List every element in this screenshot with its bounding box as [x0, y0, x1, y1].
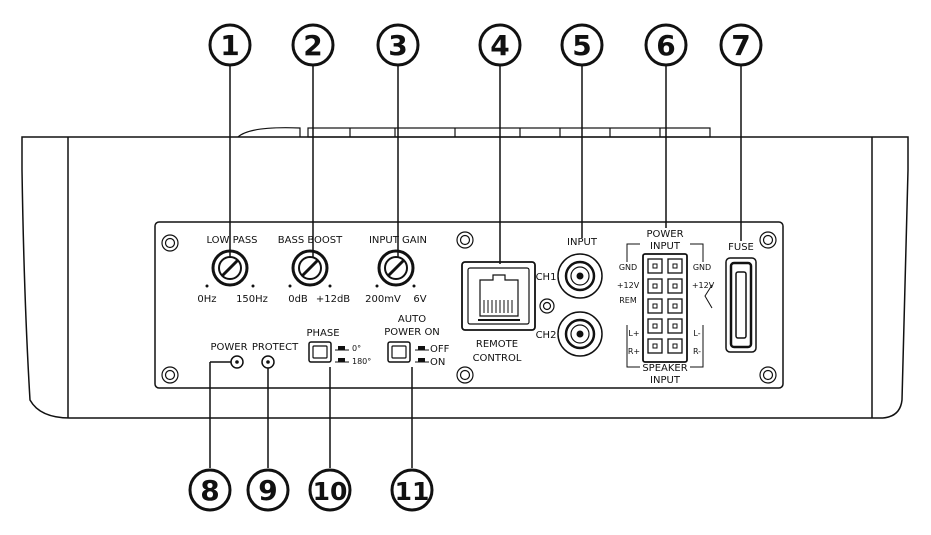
phase-switch[interactable] — [308, 341, 332, 363]
input-gain-knob[interactable]: INPUT GAIN 200mV 6V — [365, 235, 427, 305]
bass-boost-max-label: +12dB — [316, 294, 350, 305]
callout-2: 2 — [291, 23, 335, 67]
callout-2-number: 2 — [303, 29, 322, 62]
auto-power-opt2-label: ON — [430, 357, 445, 368]
v12-right-label: +12V — [692, 281, 715, 290]
v12-left-label: +12V — [617, 281, 640, 290]
switch-position-up-icon — [335, 346, 349, 351]
input-label: INPUT — [567, 237, 598, 248]
bass-boost-min-label: 0dB — [288, 294, 308, 305]
speaker-input-label-line1: SPEAKER — [642, 363, 687, 374]
callout-11-number: 11 — [395, 477, 430, 506]
callout-8-number: 8 — [200, 474, 219, 507]
callout-4-number: 4 — [490, 29, 509, 62]
power-speaker-connector[interactable] — [642, 253, 688, 363]
switch-position-down-icon — [415, 358, 429, 363]
rplus-label: R+ — [628, 347, 640, 356]
remote-control-jack[interactable] — [461, 261, 536, 331]
low-pass-min-label: 0Hz — [197, 294, 216, 305]
callout-5: 5 — [560, 23, 604, 67]
switch-position-down-icon — [335, 358, 349, 363]
callout-10-number: 10 — [313, 477, 348, 506]
callout-3-number: 3 — [388, 29, 407, 62]
top-ridge — [237, 127, 711, 138]
panel-screws — [161, 231, 777, 384]
callout-4: 4 — [478, 23, 522, 67]
auto-power-switch[interactable] — [387, 341, 411, 363]
gnd-left-label: GND — [619, 263, 637, 272]
power-led-label: POWER — [210, 342, 247, 353]
bass-boost-label: BASS BOOST — [278, 235, 343, 246]
callout-leaders — [209, 64, 742, 468]
callout-3: 3 — [376, 23, 420, 67]
power-input-label-line2: INPUT — [650, 241, 681, 252]
switch-position-up-icon — [415, 346, 429, 351]
callout-9-number: 9 — [258, 474, 277, 507]
low-pass-max-label: 150Hz — [236, 294, 268, 305]
callout-7-number: 7 — [731, 29, 750, 62]
callout-7: 7 — [719, 23, 763, 67]
ch2-label: CH2 — [536, 330, 557, 341]
rca-input-ch2[interactable] — [557, 311, 603, 357]
gnd-right-label: GND — [693, 263, 711, 272]
fuse-label: FUSE — [728, 242, 754, 253]
phase-label: PHASE — [306, 328, 339, 339]
auto-power-opt1-label: OFF — [430, 344, 450, 355]
screw-icon — [161, 234, 179, 252]
callout-8: 8 — [188, 468, 232, 512]
input-gain-max-label: 6V — [413, 294, 426, 305]
auto-power-label-line2: POWER ON — [384, 327, 440, 338]
rem-label: REM — [619, 296, 637, 305]
rminus-label: R- — [693, 347, 701, 356]
bracket-lines — [626, 243, 713, 368]
screw-icon — [759, 366, 777, 384]
speaker-input-label-line2: INPUT — [650, 375, 681, 386]
rca-input-ch1[interactable] — [557, 253, 603, 299]
screw-icon — [759, 231, 777, 249]
input-gain-min-label: 200mV — [365, 294, 401, 305]
callout-6: 6 — [644, 23, 688, 67]
protect-led-label: PROTECT — [252, 342, 299, 353]
screw-icon — [456, 231, 474, 249]
callout-1-number: 1 — [220, 29, 239, 62]
callout-1: 1 — [208, 23, 252, 67]
device-body — [21, 136, 909, 419]
phase-opt2-label: 180° — [352, 357, 371, 366]
screw-icon — [456, 366, 474, 384]
remote-label-line2: CONTROL — [473, 353, 522, 364]
callout-5-number: 5 — [572, 29, 591, 62]
remote-label-line1: REMOTE — [476, 339, 518, 350]
fuse-holder[interactable] — [725, 257, 757, 353]
auto-power-label-line1: AUTO — [398, 314, 426, 325]
bass-boost-knob[interactable]: BASS BOOST 0dB +12dB — [278, 235, 351, 305]
phase-opt1-label: 0° — [352, 344, 361, 353]
callout-10: 10 — [308, 468, 352, 512]
ch1-label: CH1 — [536, 272, 557, 283]
screw-icon — [539, 298, 555, 314]
screw-icon — [161, 366, 179, 384]
protect-led-icon — [261, 355, 275, 369]
callout-11: 11 — [390, 468, 434, 512]
low-pass-knob[interactable]: LOW PASS 0Hz 150Hz — [197, 235, 268, 305]
power-led-icon — [230, 355, 244, 369]
lplus-label: L+ — [628, 329, 639, 338]
connector-panel — [154, 221, 784, 389]
callout-9: 9 — [246, 468, 290, 512]
low-pass-label: LOW PASS — [206, 235, 257, 246]
lminus-label: L- — [693, 329, 700, 338]
power-input-label-line1: POWER — [646, 229, 683, 240]
callout-6-number: 6 — [656, 29, 675, 62]
